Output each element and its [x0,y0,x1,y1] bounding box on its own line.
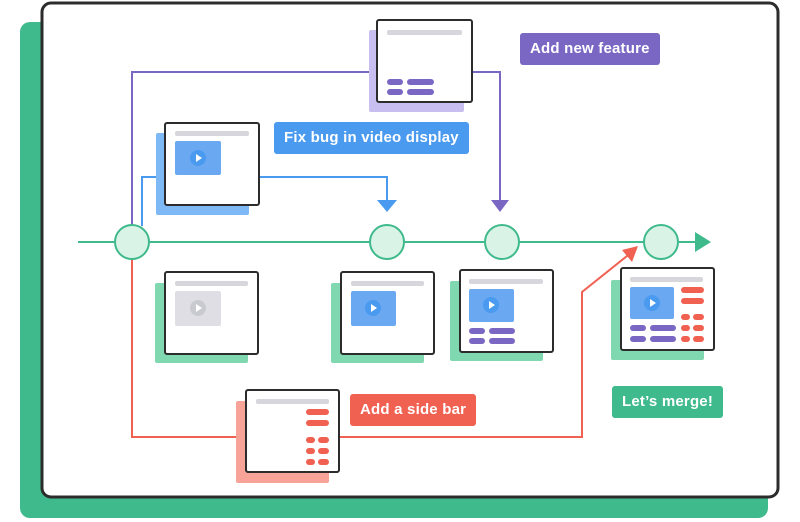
bugfix-label: Fix bug in video display [274,122,469,154]
feature-branch-arrow-head [491,200,509,212]
bugfix-branch-arrow-head [377,200,397,212]
commit-node-1 [114,224,150,260]
main-card-1 [155,271,259,363]
bugfix-branch-line [141,176,388,226]
main-card-3 [450,269,554,361]
commit-node-3 [484,224,520,260]
new-feature-label: Add new feature [520,33,660,65]
merge-label: Let’s merge! [612,386,724,418]
sidebar-card [236,389,340,483]
commit-node-2 [369,224,405,260]
merged-card [611,267,715,360]
feature-branch-line [131,71,501,226]
commit-node-4 [643,224,679,260]
sidebar-branch-line [131,251,633,438]
bugfix-card [156,122,260,215]
main-card-2 [331,271,435,363]
sidebar-branch-arrow-head [622,246,638,262]
sidebar-label: Add a side bar [350,394,477,426]
main-branch-arrow-head [695,232,711,252]
feature-card [369,19,473,112]
